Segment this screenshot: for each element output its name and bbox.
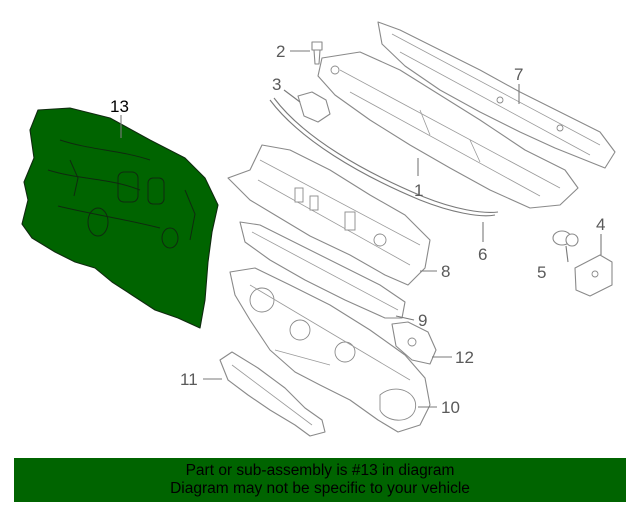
callout-12: 12 bbox=[455, 348, 474, 367]
part-13-dash-insulator[interactable] bbox=[21, 107, 219, 329]
part-11-bracket[interactable] bbox=[219, 351, 326, 437]
part-9-reinforcement[interactable] bbox=[239, 221, 406, 319]
part-10-dash-panel[interactable] bbox=[229, 267, 431, 433]
part-3-clip[interactable] bbox=[297, 91, 331, 123]
callout-1: 1 bbox=[414, 181, 423, 200]
callout-13: 13 bbox=[110, 97, 129, 116]
part-4-bracket[interactable] bbox=[574, 254, 613, 297]
callout-5: 5 bbox=[537, 263, 546, 282]
part-info-banner: Part or sub-assembly is #13 in diagram D… bbox=[14, 458, 626, 502]
callout-3: 3 bbox=[272, 75, 281, 94]
callout-labels: 13 2 3 7 1 6 4 5 8 9 12 10 11 bbox=[110, 42, 605, 417]
callout-8: 8 bbox=[441, 262, 450, 281]
leader-lines bbox=[120, 50, 602, 408]
part-1-cowl-vent[interactable] bbox=[317, 51, 579, 209]
callout-2: 2 bbox=[276, 42, 285, 61]
callout-10: 10 bbox=[441, 398, 460, 417]
part-2-push-pin[interactable] bbox=[311, 41, 323, 65]
callout-4: 4 bbox=[596, 215, 605, 234]
part-7-cowl-panel[interactable] bbox=[377, 21, 616, 169]
part-5-clip[interactable] bbox=[552, 230, 579, 247]
callout-6: 6 bbox=[478, 245, 487, 264]
callout-7: 7 bbox=[514, 65, 523, 84]
part-8-cowl-panel[interactable] bbox=[227, 144, 431, 286]
banner-line-2: Diagram may not be specific to your vehi… bbox=[170, 480, 470, 497]
part-6-weatherstrip[interactable] bbox=[269, 97, 499, 217]
callout-11: 11 bbox=[180, 370, 198, 389]
banner-line-1: Part or sub-assembly is #13 in diagram bbox=[185, 462, 455, 479]
callout-9: 9 bbox=[418, 311, 427, 330]
